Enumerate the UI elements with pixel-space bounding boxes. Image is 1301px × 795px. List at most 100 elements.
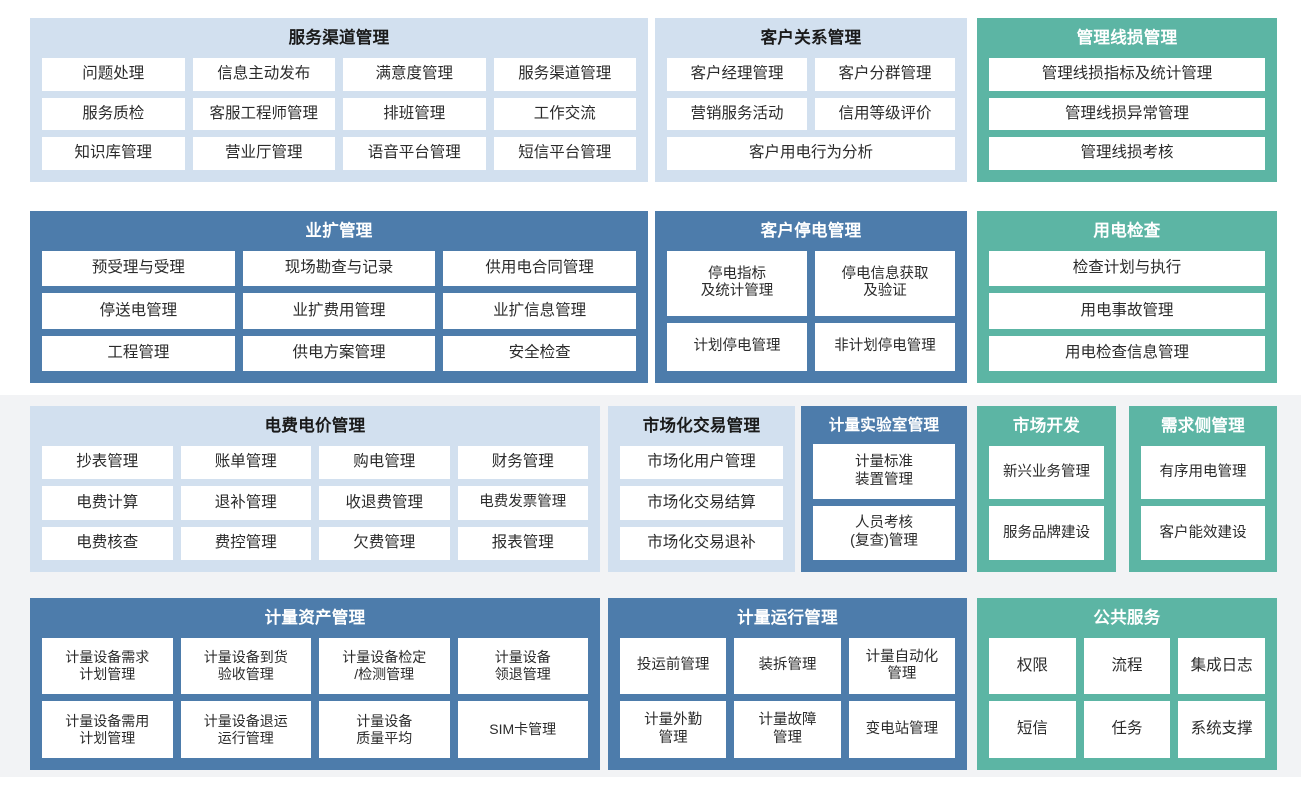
module-cell[interactable]: 满意度管理 bbox=[343, 57, 486, 91]
module-cell[interactable]: 客户能效建设 bbox=[1141, 506, 1265, 560]
module-cell[interactable]: 服务渠道管理 bbox=[493, 57, 636, 91]
panel-cell-grid: 客户经理管理 客户分群管理 营销服务活动 信用等级评价 客户用电行为分析 bbox=[667, 57, 955, 170]
module-cell[interactable]: 计量标准 装置管理 bbox=[813, 444, 955, 499]
panel-title: 市场化交易管理 bbox=[642, 417, 761, 435]
module-cell[interactable]: 业扩费用管理 bbox=[242, 293, 436, 329]
module-cell[interactable]: 短信平台管理 bbox=[493, 137, 636, 170]
module-cell[interactable]: 用电检查信息管理 bbox=[989, 335, 1265, 371]
module-cell[interactable]: 新兴业务管理 bbox=[989, 445, 1104, 500]
module-cell[interactable]: 计量设备到货 验收管理 bbox=[180, 637, 311, 695]
module-cell[interactable]: 退补管理 bbox=[180, 486, 311, 520]
module-cell[interactable]: 购电管理 bbox=[319, 445, 450, 480]
module-cell[interactable]: 安全检查 bbox=[443, 335, 636, 371]
module-cell[interactable]: 检查计划与执行 bbox=[989, 250, 1265, 287]
module-cell[interactable]: 计量外勤 管理 bbox=[620, 701, 727, 758]
module-cell[interactable]: 供用电合同管理 bbox=[443, 250, 636, 287]
module-cell[interactable]: 财务管理 bbox=[457, 445, 588, 480]
module-cell[interactable]: 欠费管理 bbox=[319, 526, 450, 560]
module-cell[interactable]: 停电信息获取 及验证 bbox=[815, 250, 955, 316]
module-cell[interactable]: 用电事故管理 bbox=[989, 293, 1265, 329]
module-cell[interactable]: 投运前管理 bbox=[620, 637, 727, 695]
panel-demand-side-management: 需求侧管理 有序用电管理 客户能效建设 bbox=[1129, 406, 1277, 572]
module-cell[interactable]: 服务质检 bbox=[42, 97, 185, 131]
module-cell[interactable]: 计量故障 管理 bbox=[734, 701, 841, 758]
module-cell[interactable]: 管理线损异常管理 bbox=[989, 97, 1265, 131]
module-cell[interactable]: 账单管理 bbox=[180, 445, 311, 480]
module-cell[interactable]: 电费计算 bbox=[42, 486, 173, 520]
module-cell[interactable]: 市场化用户管理 bbox=[620, 445, 783, 480]
module-cell[interactable]: 客户分群管理 bbox=[815, 57, 955, 91]
panel-title: 需求侧管理 bbox=[1161, 417, 1245, 435]
module-cell[interactable]: 现场勘查与记录 bbox=[242, 250, 436, 287]
module-cell[interactable]: 计量设备需求 计划管理 bbox=[42, 637, 173, 695]
panel-cell-grid: 检查计划与执行 用电事故管理 用电检查信息管理 bbox=[989, 250, 1265, 371]
panel-title: 市场开发 bbox=[1012, 417, 1081, 435]
panel-title: 客户停电管理 bbox=[760, 222, 862, 240]
module-cell[interactable]: 变电站管理 bbox=[848, 701, 955, 758]
module-cell[interactable]: 供电方案管理 bbox=[242, 335, 436, 371]
module-cell[interactable]: 停送电管理 bbox=[42, 293, 235, 329]
module-cell[interactable]: 有序用电管理 bbox=[1141, 445, 1265, 500]
module-cell[interactable]: 任务 bbox=[1083, 701, 1171, 758]
module-cell[interactable]: 工作交流 bbox=[493, 97, 636, 131]
panel-service-channel-management: 服务渠道管理 问题处理 信息主动发布 满意度管理 服务渠道管理 服务质检 客服工… bbox=[30, 18, 648, 182]
module-cell[interactable]: 计量设备退运 运行管理 bbox=[180, 701, 311, 758]
module-cell[interactable]: 信用等级评价 bbox=[815, 97, 955, 131]
module-cell[interactable]: 预受理与受理 bbox=[42, 250, 235, 287]
module-cell[interactable]: 问题处理 bbox=[42, 57, 185, 91]
module-cell[interactable]: 客户用电行为分析 bbox=[667, 137, 955, 170]
module-cell[interactable]: 计量设备 领退管理 bbox=[457, 637, 588, 695]
module-cell[interactable]: 服务品牌建设 bbox=[989, 506, 1104, 560]
module-cell[interactable]: 市场化交易退补 bbox=[620, 526, 783, 560]
panel-cell-grid: 计量标准 装置管理 人员考核 (复查)管理 bbox=[813, 444, 955, 560]
module-cell[interactable]: 排班管理 bbox=[343, 97, 486, 131]
module-cell[interactable]: 报表管理 bbox=[457, 526, 588, 560]
module-cell[interactable]: 市场化交易结算 bbox=[620, 486, 783, 520]
module-cell[interactable]: 电费核查 bbox=[42, 526, 173, 560]
panel-title: 管理线损管理 bbox=[1076, 29, 1178, 47]
module-cell[interactable]: 信息主动发布 bbox=[192, 57, 335, 91]
module-cell[interactable]: 计量设备需用 计划管理 bbox=[42, 701, 173, 758]
module-cell[interactable]: SIM卡管理 bbox=[457, 701, 588, 758]
panel-cell-grid: 问题处理 信息主动发布 满意度管理 服务渠道管理 服务质检 客服工程师管理 排班… bbox=[42, 57, 636, 170]
panel-metering-laboratory-management: 计量实验室管理 计量标准 装置管理 人员考核 (复查)管理 bbox=[801, 406, 967, 572]
panel-cell-grid: 权限 流程 集成日志 短信 任务 系统支撑 bbox=[989, 637, 1265, 758]
module-cell[interactable]: 停电指标 及统计管理 bbox=[667, 250, 807, 316]
module-cell[interactable]: 人员考核 (复查)管理 bbox=[813, 505, 955, 560]
module-cell[interactable]: 营销服务活动 bbox=[667, 97, 807, 131]
panel-cell-grid: 市场化用户管理 市场化交易结算 市场化交易退补 bbox=[620, 445, 783, 560]
module-cell[interactable]: 客服工程师管理 bbox=[192, 97, 335, 131]
module-cell[interactable]: 流程 bbox=[1083, 637, 1171, 695]
module-cell[interactable]: 非计划停电管理 bbox=[815, 322, 955, 371]
module-cell[interactable]: 工程管理 bbox=[42, 335, 235, 371]
module-cell[interactable]: 管理线损考核 bbox=[989, 137, 1265, 170]
module-cell[interactable]: 费控管理 bbox=[180, 526, 311, 560]
panel-cell-grid: 抄表管理 账单管理 购电管理 财务管理 电费计算 退补管理 收退费管理 电费发票… bbox=[42, 445, 588, 560]
panel-title: 用电检查 bbox=[1093, 222, 1161, 240]
panel-title: 电费电价管理 bbox=[264, 417, 366, 435]
module-cell[interactable]: 计量设备 质量平均 bbox=[319, 701, 450, 758]
module-cell[interactable]: 计划停电管理 bbox=[667, 322, 807, 371]
module-cell[interactable]: 营业厅管理 bbox=[192, 137, 335, 170]
module-cell[interactable]: 知识库管理 bbox=[42, 137, 185, 170]
module-cell[interactable]: 电费发票管理 bbox=[457, 486, 588, 520]
module-cell[interactable]: 业扩信息管理 bbox=[443, 293, 636, 329]
panel-title: 计量资产管理 bbox=[264, 609, 366, 627]
module-cell[interactable]: 抄表管理 bbox=[42, 445, 173, 480]
module-cell[interactable]: 收退费管理 bbox=[319, 486, 450, 520]
module-cell[interactable]: 语音平台管理 bbox=[343, 137, 486, 170]
module-cell[interactable]: 短信 bbox=[989, 701, 1076, 758]
module-cell[interactable]: 管理线损指标及统计管理 bbox=[989, 57, 1265, 91]
module-cell[interactable]: 客户经理管理 bbox=[667, 57, 807, 91]
module-cell[interactable]: 集成日志 bbox=[1178, 637, 1265, 695]
module-cell[interactable]: 系统支撑 bbox=[1178, 701, 1265, 758]
panel-cell-grid: 预受理与受理 现场勘查与记录 供用电合同管理 停送电管理 业扩费用管理 业扩信息… bbox=[42, 250, 636, 371]
panel-cell-grid: 停电指标 及统计管理 停电信息获取 及验证 计划停电管理 非计划停电管理 bbox=[667, 250, 955, 371]
module-cell[interactable]: 装拆管理 bbox=[734, 637, 841, 695]
panel-electricity-fee-price-management: 电费电价管理 抄表管理 账单管理 购电管理 财务管理 电费计算 退补管理 收退费… bbox=[30, 406, 600, 572]
module-cell[interactable]: 权限 bbox=[989, 637, 1076, 695]
module-cell[interactable]: 计量设备检定 /检测管理 bbox=[319, 637, 450, 695]
panel-title: 计量运行管理 bbox=[737, 609, 838, 627]
module-cell[interactable]: 计量自动化 管理 bbox=[848, 637, 955, 695]
